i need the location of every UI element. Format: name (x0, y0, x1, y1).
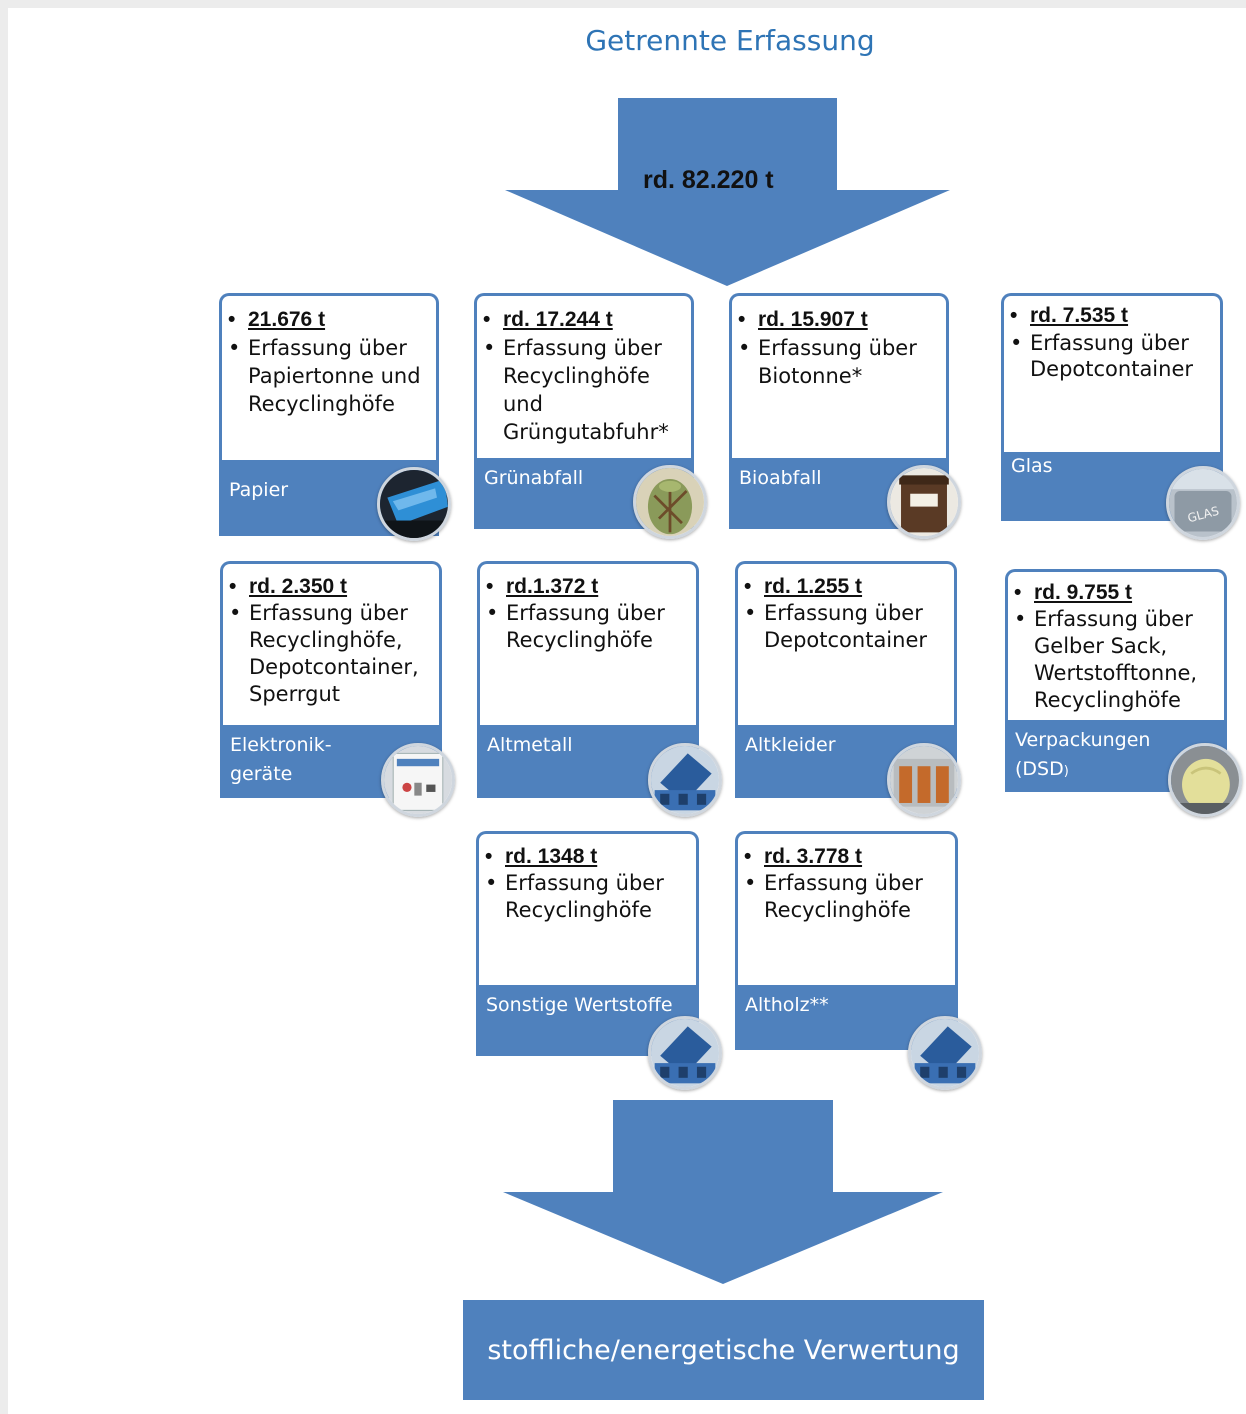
card-amount: rd. 17.244 t (483, 306, 685, 334)
result-box: stoffliche/energetische Verwertung (463, 1300, 984, 1400)
card-amount: rd. 9.755 t (1014, 580, 1218, 606)
bio-bin-icon (887, 465, 961, 539)
clothes-container-icon (887, 743, 961, 817)
green-waste-bag-icon (633, 465, 707, 539)
card-text: Erfassung überRecyclinghöfe,Depotcontain… (229, 600, 433, 708)
card-amount: 21.676 t (228, 306, 430, 334)
card-text: Erfassung überRecyclinghöfeundGrüngutabf… (483, 334, 685, 446)
card-elektronik: rd. 2.350 t Erfassung überRecyclinghöfe,… (220, 561, 442, 798)
card-amount: rd. 15.907 t (738, 306, 940, 334)
card-amount: rd. 3.778 t (744, 844, 949, 870)
electronics-container-icon (381, 743, 455, 817)
recycling-yard-container-icon (648, 743, 722, 817)
recycling-yard-container-icon (908, 1016, 982, 1090)
total-amount: rd. 82.220 t (643, 166, 774, 194)
card-amount: rd. 1.255 t (744, 574, 948, 600)
card-amount: rd. 1348 t (485, 844, 690, 870)
diagram-title: Getrennte Erfassung (585, 24, 875, 57)
bottom-arrow (503, 1100, 943, 1284)
card-amount: rd. 2.350 t (229, 574, 433, 600)
card-altholz: rd. 3.778 t Erfassung überRecyclinghöfe … (735, 831, 958, 1050)
glass-container-icon: GLAS (1166, 466, 1240, 540)
card-amount: rd.1.372 t (486, 574, 690, 600)
top-arrow (505, 98, 950, 286)
card-amount: rd. 7.535 t (1010, 302, 1214, 330)
blue-bin-icon (377, 467, 451, 541)
result-label: stoffliche/energetische Verwertung (487, 1334, 960, 1366)
recycling-yard-container-icon (648, 1016, 722, 1090)
yellow-bag-icon (1168, 743, 1242, 817)
